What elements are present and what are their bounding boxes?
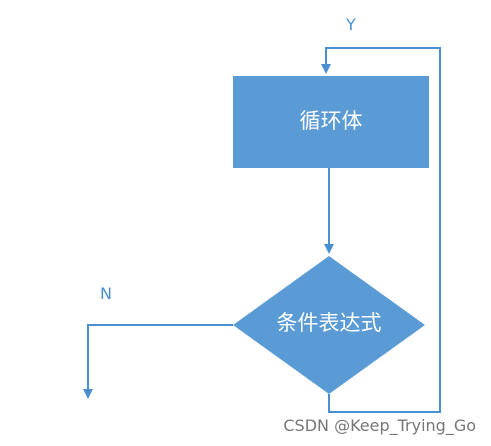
watermark-text: CSDN @Keep_Trying_Go: [283, 416, 476, 435]
yes-loopback-arrow: [321, 47, 441, 413]
no-exit-arrow: [83, 324, 233, 399]
condition-label: 条件表达式: [276, 311, 382, 335]
loop-body-box: [233, 76, 429, 168]
condition-diamond: [233, 256, 425, 394]
yes-branch-label: Y: [346, 15, 356, 34]
no-branch-label: N: [100, 284, 112, 303]
loop-body-label: 循环体: [299, 109, 363, 133]
